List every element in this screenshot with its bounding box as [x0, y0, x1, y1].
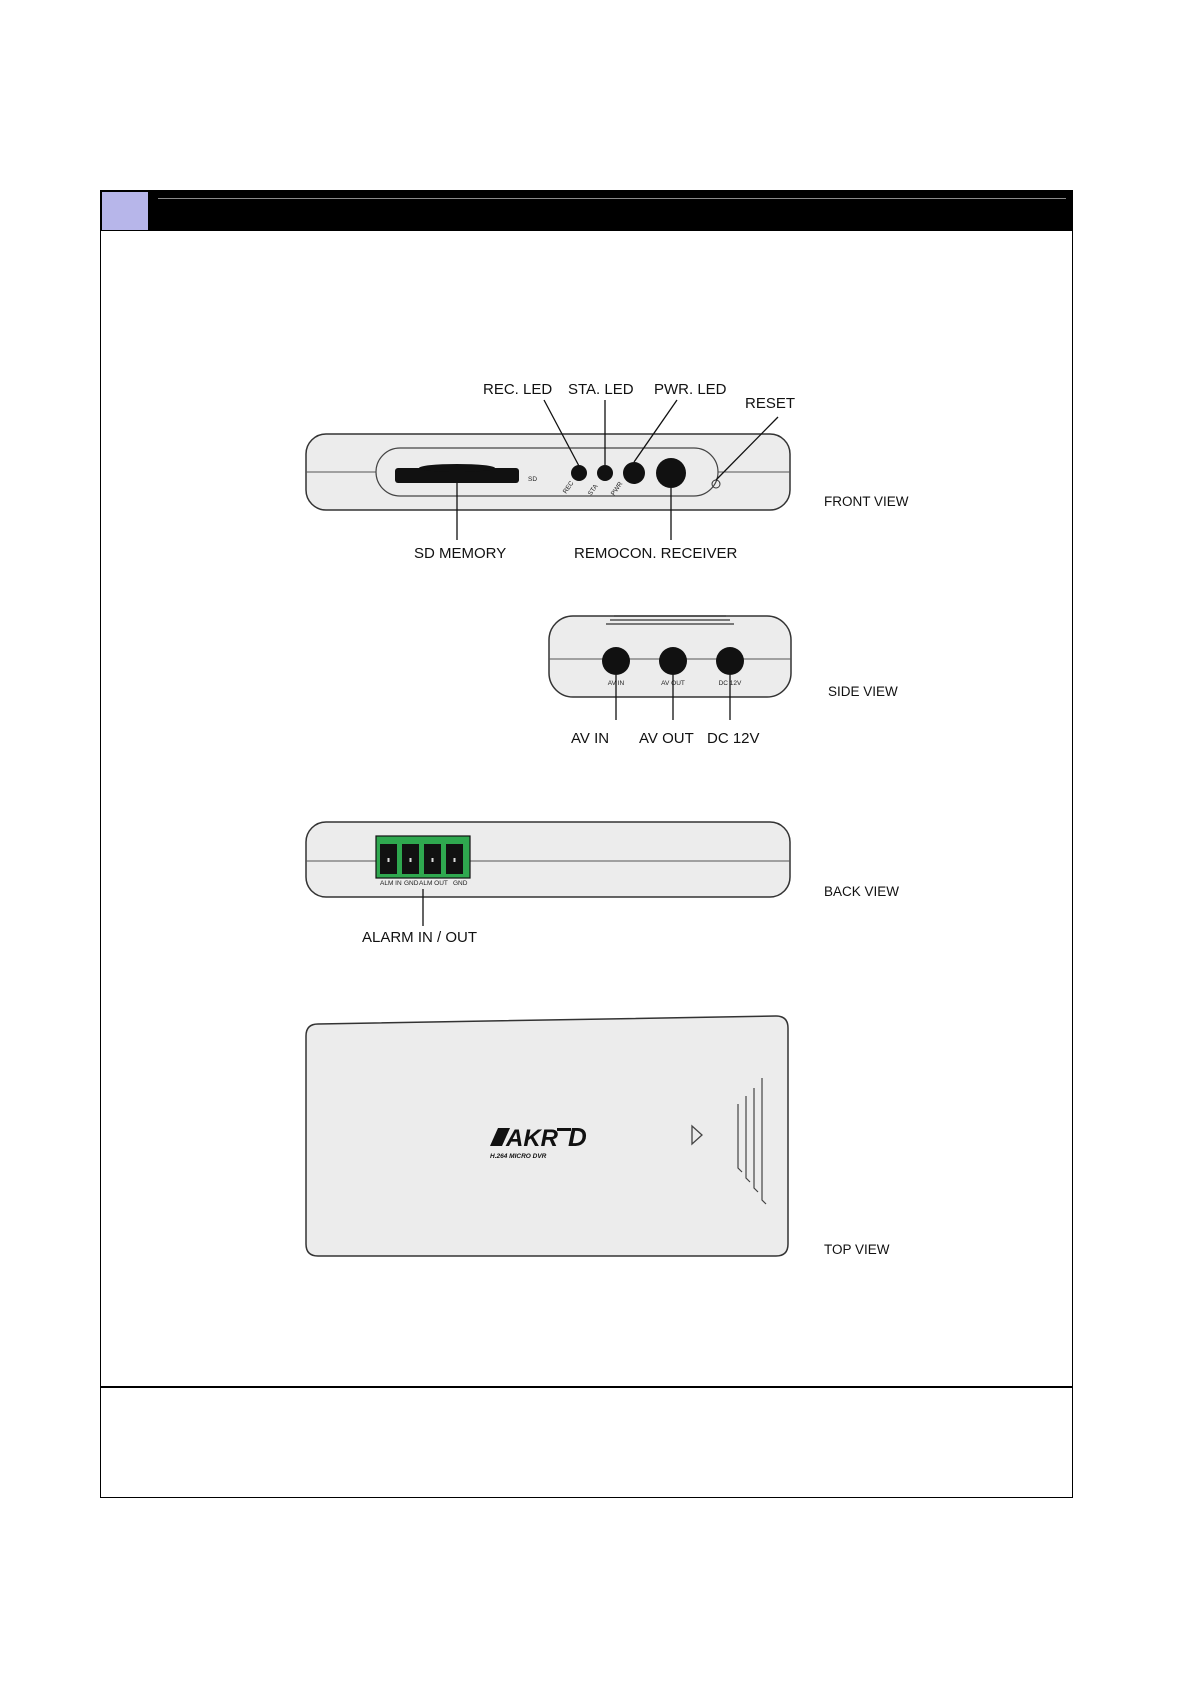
sd-panel-label: SD — [528, 476, 537, 483]
logo-mark: D — [568, 1122, 587, 1152]
remocon-receiver — [656, 458, 686, 488]
alarm-callout: ALARM IN / OUT — [362, 929, 477, 946]
sta-led — [597, 465, 613, 481]
av-in-jack — [602, 647, 630, 675]
pwr-led-callout: PWR. LED — [654, 381, 727, 398]
side-view: AV IN AV OUT DC 12V AV IN AV OUT DC 12V … — [549, 616, 898, 747]
terminal-label-alm-out: ALM OUT — [419, 880, 448, 887]
sta-led-callout: STA. LED — [568, 381, 634, 398]
logo-brand: AKR — [505, 1125, 559, 1152]
av-out-callout: AV OUT — [639, 730, 694, 747]
av-in-callout: AV IN — [571, 730, 609, 747]
remocon-callout: REMOCON. RECEIVER — [574, 545, 738, 562]
dc-12v-jack — [716, 647, 744, 675]
dc-12v-callout: DC 12V — [707, 730, 760, 747]
sd-slot-notch — [419, 464, 495, 472]
top-view: AKR D H.264 MICRO DVR TOP VIEW — [306, 1016, 890, 1257]
terminal-label-gnd: GND — [404, 880, 419, 887]
top-view-label: TOP VIEW — [824, 1242, 890, 1257]
pwr-led — [623, 462, 645, 484]
rec-led — [571, 465, 587, 481]
front-view: SD REC STA PWR REC. LED STA. LED PWR. LE… — [306, 381, 909, 562]
terminal-label-gnd-2: GND — [453, 880, 468, 887]
back-view-label: BACK VIEW — [824, 884, 899, 899]
av-out-jack — [659, 647, 687, 675]
front-view-label: FRONT VIEW — [824, 494, 909, 509]
sd-memory-callout: SD MEMORY — [414, 545, 506, 562]
rec-led-callout: REC. LED — [483, 381, 552, 398]
side-view-label: SIDE VIEW — [828, 684, 898, 699]
reset-callout: RESET — [745, 395, 795, 412]
terminal-label-alm-in: ALM IN — [380, 880, 402, 887]
logo-tagline: H.264 MICRO DVR — [490, 1153, 547, 1160]
back-view: ALM IN GND ALM OUT GND ALARM IN / OUT BA… — [306, 822, 899, 946]
